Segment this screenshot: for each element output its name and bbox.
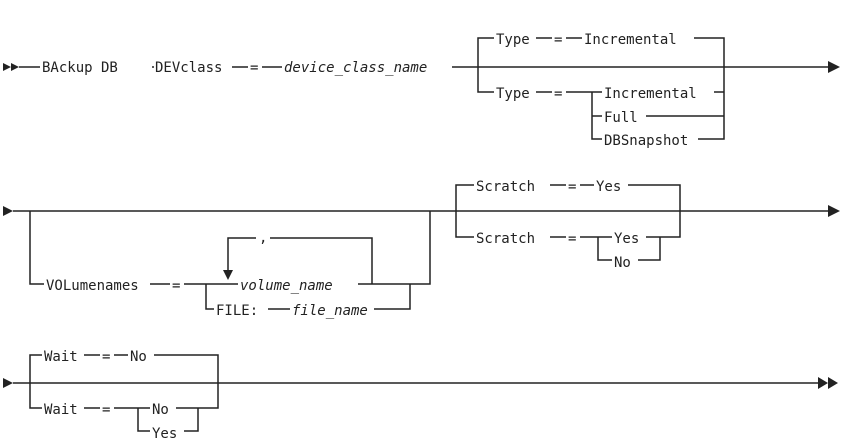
type-equals: = [554,86,562,102]
wait-option-no: No [152,402,169,418]
scratch-default-value: Yes [596,179,621,195]
row-2: VOLumenames = , volume_name FILE: file_n… [3,176,840,319]
continue-start-arrow-icon [3,378,13,388]
volumenames-equals: = [172,278,180,294]
continue-arrow-icon [828,205,840,217]
devclass-keyword: DEVclass [155,60,222,76]
scratch-option-yes: Yes [614,231,639,247]
wait-choice-stack [137,383,219,432]
continue-arrow-icon [828,61,840,73]
scratch-branch [455,211,598,238]
type-default-equals: = [554,32,562,48]
repeat-separator: , [259,230,267,246]
type-option-incremental: Incremental [604,86,697,102]
scratch-default-equals: = [568,179,576,195]
type-default-keyword: Type [496,32,530,48]
type-option-dbsnapshot: DBSnapshot [604,133,688,149]
type-default-value: Incremental [584,32,677,48]
volume-repeat-loop [227,237,373,284]
wait-default-value: No [130,349,147,365]
type-choice-stack [591,67,725,140]
end-marker-icon [818,377,838,389]
start-marker-icon [3,63,19,71]
type-option-full: Full [604,110,638,126]
volumenames-keyword: VOLumenames [46,278,139,294]
wait-option-yes: Yes [152,426,177,442]
volume-name-value: volume_name [240,278,333,294]
file-name-value: file_name [292,303,368,319]
scratch-option-no: No [614,255,631,271]
devclass-equals: = [250,60,258,76]
wait-default-branch [29,354,219,383]
scratch-default-keyword: Scratch [476,179,535,195]
continue-start-arrow-icon [3,206,13,216]
file-keyword: FILE: [216,303,258,319]
type-keyword: Type [496,86,530,102]
volumenames-return [410,211,431,285]
wait-default-keyword: Wait [44,349,78,365]
scratch-keyword: Scratch [476,231,535,247]
scratch-equals: = [568,231,576,247]
repeat-arrow-icon [223,270,233,280]
wait-default-equals: = [102,349,110,365]
command-label: BAckup DB [42,60,118,76]
volumenames-branch [29,211,206,285]
wait-equals: = [102,402,110,418]
wait-keyword: Wait [44,402,78,418]
row-3: Wait = No Wait = No Yes [3,346,838,442]
row-1: BAckup DB DEVclass = device_class_name T… [3,29,840,149]
devclass-value: device_class_name [284,60,427,76]
